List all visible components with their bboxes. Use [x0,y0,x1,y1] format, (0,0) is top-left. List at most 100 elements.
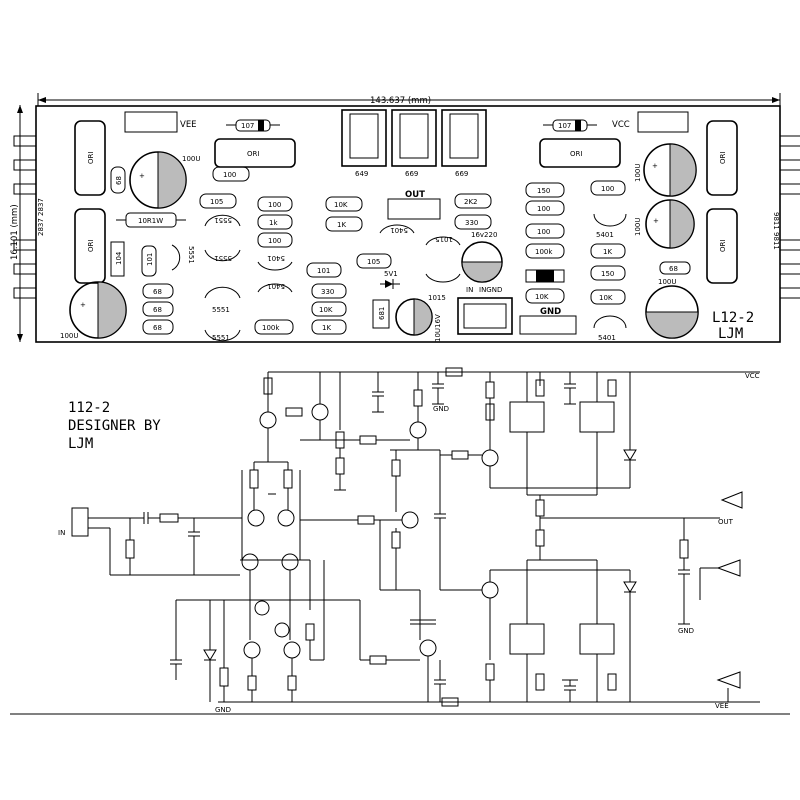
vcc-label: VCC [612,120,630,130]
svg-text:100U: 100U [634,218,642,236]
svg-text:10K: 10K [334,201,348,209]
svg-text:330: 330 [321,288,334,296]
svg-text:1k: 1k [269,219,278,227]
schematic-author: LJM [68,436,93,452]
terminal-out [720,491,743,509]
svg-text:68: 68 [153,288,162,296]
svg-text:100k: 100k [262,324,280,332]
resistor [257,196,293,212]
svg-text:INGND: INGND [479,286,502,294]
resistor [325,196,363,212]
svg-text:104: 104 [115,251,123,265]
svg-text:101: 101 [317,267,330,275]
svg-text:5551: 5551 [187,246,195,264]
svg-text:649: 649 [355,170,368,178]
resistor-68 [659,261,691,275]
svg-text:5551: 5551 [212,334,230,342]
svg-text:5551: 5551 [214,254,232,262]
svg-text:1015: 1015 [435,235,453,243]
svg-text:VCC: VCC [745,372,760,380]
svg-text:+: + [653,217,659,225]
schematic-title: 112-2 [68,400,110,416]
svg-text:10R1W: 10R1W [138,217,163,225]
resistor [590,180,626,196]
resistor [311,283,347,299]
svg-text:10K: 10K [599,294,613,302]
pcb-height-dimension: 16.101 (mm) [10,204,20,260]
capacitor-105 [356,253,392,269]
ori-resistor [539,138,621,168]
transistor-outline [171,244,181,271]
svg-text:+: + [139,172,145,180]
svg-text:16v220: 16v220 [471,231,497,239]
vee-label: VEE [180,120,197,130]
svg-text:5401: 5401 [596,231,614,239]
resistor [525,288,565,304]
svg-text:100: 100 [537,205,550,213]
svg-text:1K: 1K [337,221,346,229]
capacitor-101 [141,245,157,277]
pcb-board-outline [35,105,781,343]
resistor [525,243,565,259]
output-transistor-q2 [509,401,545,433]
svg-text:GND: GND [678,627,694,635]
svg-text:10U16V: 10U16V [434,314,442,342]
svg-text:107: 107 [558,122,571,130]
svg-text:107: 107 [241,122,254,130]
svg-text:105: 105 [210,198,223,206]
out-pad [387,198,441,220]
ori-resistor [706,120,738,196]
output-transistor-q14 [579,401,615,433]
vee-pad [124,111,178,133]
svg-text:100U: 100U [634,164,642,182]
svg-text:1K: 1K [322,324,331,332]
resistor [590,243,626,259]
resistor [590,265,626,281]
input-connector [457,297,513,335]
vcc-pad [637,111,689,133]
out-label: OUT [405,190,425,200]
gnd-label: GND [540,307,561,317]
resistor-68 [110,166,126,194]
output-transistor-q10 [509,623,545,655]
svg-text:5V1: 5V1 [384,270,398,278]
svg-text:681: 681 [378,307,386,320]
svg-text:GND: GND [433,405,449,413]
svg-text:1K: 1K [603,248,612,256]
ori-resistor [214,138,296,168]
svg-text:10K: 10K [535,293,549,301]
resistor [525,200,565,216]
terminal-vee [716,671,741,689]
svg-text:ORI: ORI [570,150,582,158]
resistor [590,289,626,305]
schematic-designer: DESIGNER BY [68,418,161,434]
svg-text:100: 100 [223,171,236,179]
resistor [254,319,294,335]
svg-text:VEE: VEE [715,702,729,710]
svg-text:68: 68 [115,176,123,185]
right-transistor-pins [779,135,800,299]
capacitor-681 [372,299,390,329]
transistor-669 [441,109,487,167]
svg-text:ORI: ORI [87,240,95,252]
resistor-68 [142,301,174,317]
svg-text:5551: 5551 [212,306,230,314]
svg-text:100: 100 [268,237,281,245]
svg-text:100: 100 [268,201,281,209]
pcb-layout: 143.637 (mm) 16.101 (mm) 2837 2837 9811 [10,93,800,343]
svg-text:+: + [652,162,658,170]
svg-text:5401: 5401 [598,334,616,342]
svg-text:100U: 100U [182,155,200,163]
capacitor-105 [199,193,237,209]
resistor [311,301,347,317]
resistor [525,182,565,198]
input-jack [71,507,89,537]
resistor [212,166,250,182]
svg-text:68: 68 [153,306,162,314]
left-transistor-label: 2837 2837 [37,198,45,236]
svg-text:5401: 5401 [267,254,285,262]
svg-text:IN: IN [58,529,65,537]
svg-text:5551: 5551 [214,216,232,224]
svg-text:100: 100 [601,185,614,193]
